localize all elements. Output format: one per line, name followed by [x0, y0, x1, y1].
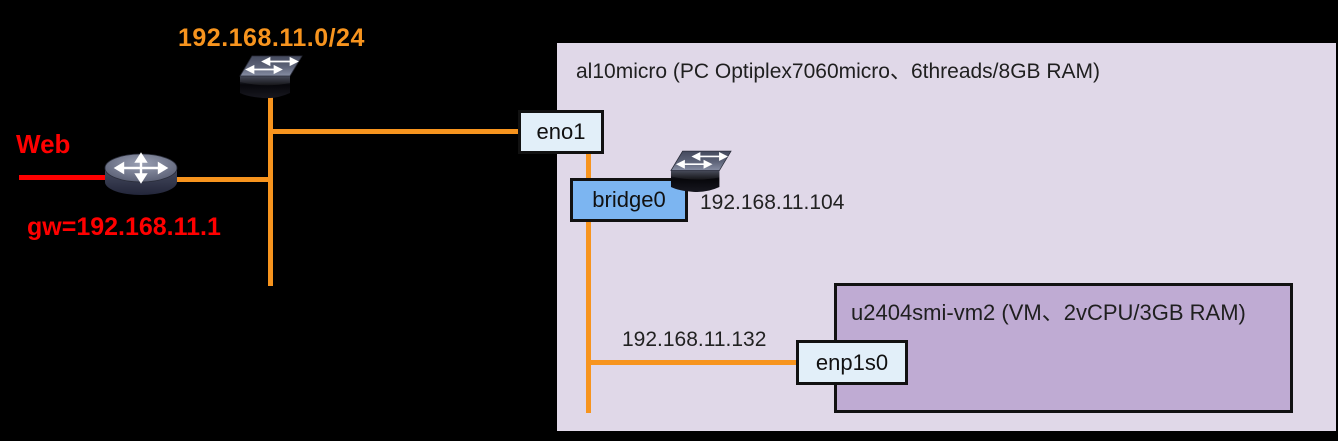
gateway-label: gw=192.168.11.1 — [27, 213, 221, 241]
web-label: Web — [16, 129, 71, 159]
lan-switch-icon — [239, 55, 303, 99]
host-title: al10micro (PC Optiplex7060micro、6threads… — [576, 60, 1101, 83]
link-eno1-to-bridge0 — [586, 152, 591, 180]
bridge0-ip-label: 192.168.11.104 — [700, 191, 845, 214]
interface-bridge0: bridge0 — [570, 178, 688, 222]
vm-ip-label: 192.168.11.132 — [622, 328, 767, 351]
interface-enp1s0: enp1s0 — [796, 340, 908, 385]
link-bridge0-to-enp1s0 — [589, 360, 799, 365]
link-lan-to-eno1 — [268, 129, 522, 134]
link-web-to-router — [19, 175, 109, 180]
bridge-switch-icon — [670, 150, 732, 193]
interface-enp1s0-label: enp1s0 — [815, 349, 889, 375]
subnet-label: 192.168.11.0/24 — [178, 24, 365, 52]
vm-title: u2404smi-vm2 (VM、2vCPU/3GB RAM) — [851, 300, 1246, 325]
interface-eno1-label: eno1 — [536, 119, 586, 144]
interface-bridge0-label: bridge0 — [592, 187, 666, 212]
router-icon — [103, 151, 179, 199]
link-router-to-lan — [176, 177, 273, 182]
lan-bus-vertical — [268, 96, 273, 286]
vm-box-u2404smi-vm2: u2404smi-vm2 (VM、2vCPU/3GB RAM) — [834, 283, 1293, 413]
interface-eno1: eno1 — [518, 110, 604, 154]
bridge0-bus-vertical — [586, 220, 591, 413]
